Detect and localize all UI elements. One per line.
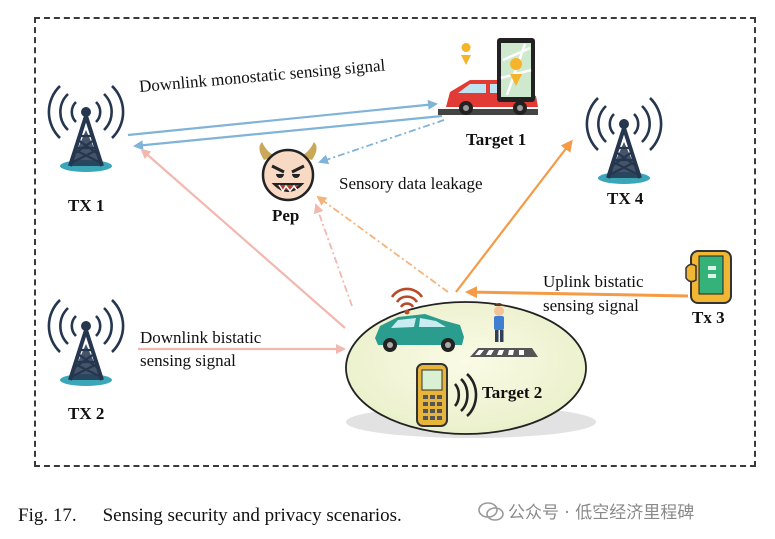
crosswalk-icon [470, 348, 538, 357]
tower-icon [46, 298, 126, 388]
leakage-target2-pep-pink [313, 203, 353, 307]
wechat-icon [478, 502, 504, 521]
wifi-icon [390, 287, 424, 315]
tx4-label: TX 4 [607, 189, 644, 208]
tower-icon [584, 96, 664, 186]
smartphone-icon [685, 250, 732, 304]
target2-to-tx4-arrow [455, 139, 573, 293]
uplink-bistatic-label-1: Uplink bistatic [543, 272, 644, 291]
tower-icon [46, 84, 126, 174]
leakage-target2-pep-orange [316, 195, 449, 293]
target2-label: Target 2 [482, 383, 543, 402]
caption-text: Sensing security and privacy scenarios. [102, 505, 402, 526]
map-phone-icon [461, 38, 535, 102]
figure-caption: Fig. 17. Sensing security and privacy sce… [18, 505, 402, 527]
uplink-bistatic-arrow [465, 286, 689, 299]
sensory-leakage-label: Sensory data leakage [339, 174, 483, 193]
person-icon [494, 303, 504, 342]
downlink-bistatic-label-2: sensing signal [140, 351, 236, 370]
watermark: 公众号 · 低空经济里程碑 [478, 498, 694, 523]
bistatic-to-tx1 [140, 148, 346, 329]
caption-number: Fig. 17. [18, 505, 77, 526]
diagram-frame [34, 17, 756, 467]
tx3-label: Tx 3 [692, 308, 725, 327]
tx2-label: TX 2 [68, 404, 105, 423]
tx1-label: TX 1 [68, 196, 105, 215]
feature-phone-icon [416, 363, 478, 427]
downlink-bistatic-label-1: Downlink bistatic [140, 328, 262, 347]
devil-icon [259, 142, 317, 202]
watermark-text: 公众号 · 低空经济里程碑 [508, 503, 695, 523]
car-icon [375, 314, 464, 352]
target1-label: Target 1 [466, 130, 527, 149]
uplink-bistatic-label-2: sensing signal [543, 296, 639, 315]
leakage-from-target1 [318, 119, 445, 165]
downlink-monostatic-arrows [127, 99, 443, 151]
target2-area [345, 301, 587, 435]
pep-label: Pep [272, 206, 300, 225]
